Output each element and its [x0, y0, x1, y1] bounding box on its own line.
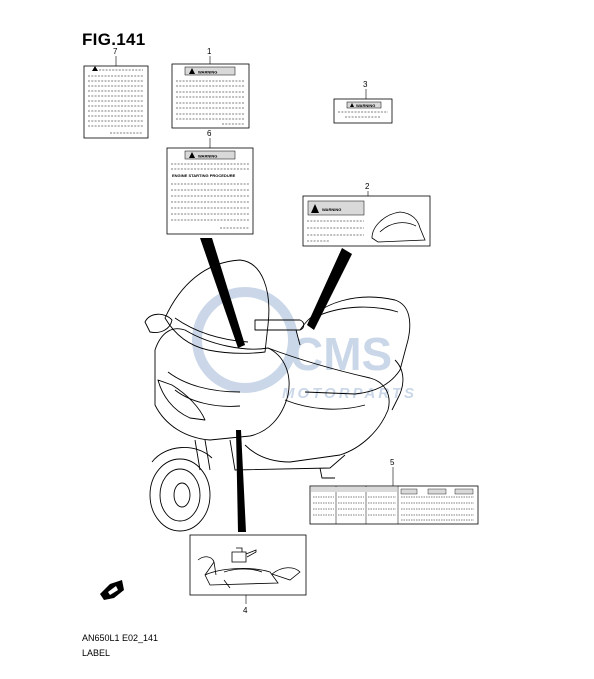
- watermark-brand: CMS: [290, 328, 392, 380]
- figure-caption: LABEL: [82, 648, 111, 658]
- pointer-label-2: [307, 248, 352, 330]
- callout-1: 1: [207, 47, 212, 56]
- callout-3: 3: [363, 80, 368, 89]
- label-1-warning-text: WARNING: [198, 70, 217, 75]
- callout-5: 5: [390, 458, 395, 467]
- figure-code: AN650L1 E02_141: [82, 633, 159, 643]
- label-5: [309, 485, 479, 525]
- callout-7: 7: [113, 47, 118, 56]
- label-3-warning-text: WARNING: [356, 103, 375, 108]
- pointer-label-6: [200, 238, 245, 348]
- callout-numbers: 1 2 3 4 5 6 7: [113, 47, 395, 615]
- figure-title: FIG.141: [82, 30, 146, 49]
- label-2: WARNING: [302, 195, 431, 247]
- pointer-label-4: [236, 430, 246, 532]
- label-2-warning-text: WARNING: [322, 207, 341, 212]
- leader-lines: [115, 56, 394, 604]
- label-4: [189, 534, 307, 596]
- label-6: WARNING ENGINE STARTING PROCEDURE: [166, 147, 254, 235]
- callout-6: 6: [207, 129, 212, 138]
- front-arrow-icon: [100, 580, 124, 600]
- label-1: WARNING: [171, 63, 250, 129]
- scooter-outline: [144, 259, 411, 532]
- callout-2: 2: [365, 182, 370, 191]
- label-6-engine-starting-text: ENGINE STARTING PROCEDURE: [172, 173, 236, 178]
- callout-4: 4: [243, 606, 248, 615]
- label-7: [83, 65, 149, 139]
- label-6-warning-text: WARNING: [198, 154, 217, 159]
- label-3: WARNING: [333, 98, 393, 124]
- label-pointers: [200, 238, 352, 532]
